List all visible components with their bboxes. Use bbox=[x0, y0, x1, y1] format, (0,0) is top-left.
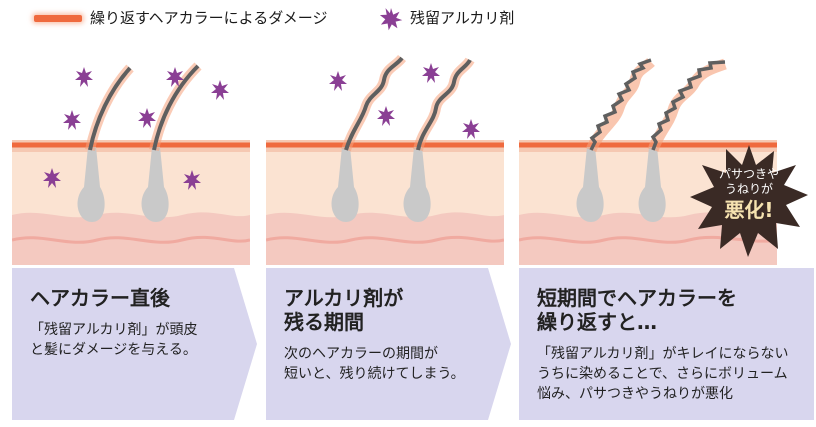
card-title-line: 短期間でヘアカラーを bbox=[537, 286, 737, 310]
panel-alkali-remains bbox=[266, 50, 504, 265]
alkali-star-cluster bbox=[329, 63, 480, 139]
step-card-2: アルカリ剤が 残る期間 次のヘアカラーの期間が 短いと、残り続けてしまう。 bbox=[266, 268, 511, 420]
worsening-burst-badge: パサつきや うねりが 悪化! bbox=[690, 145, 808, 257]
step-card-3: 短期間でヘアカラーを 繰り返すと… 「残留アルカリ剤」がキレイにならない うちに… bbox=[519, 268, 814, 420]
card-body-line: 「残留アルカリ剤」がキレイにならない bbox=[537, 346, 789, 362]
card-body-line: 悩み、パサつきやうねりが悪化 bbox=[537, 386, 733, 402]
card-title-line: ヘアカラー直後 bbox=[30, 286, 170, 310]
panel-after-coloring bbox=[12, 50, 250, 265]
card-body-line: 次のヘアカラーの期間が bbox=[284, 346, 438, 362]
card-title: 短期間でヘアカラーを 繰り返すと… bbox=[537, 286, 737, 334]
card-body: 次のヘアカラーの期間が 短いと、残り続けてしまう。 bbox=[284, 344, 465, 384]
burst-shape bbox=[690, 145, 808, 257]
card-arrow-bg bbox=[266, 268, 511, 420]
badge-line-2: うねりが bbox=[724, 182, 773, 196]
card-title: ヘアカラー直後 bbox=[30, 286, 170, 310]
card-body: 「残留アルカリ剤」が頭皮 と髪にダメージを与える。 bbox=[30, 320, 197, 360]
card-body-line: と髪にダメージを与える。 bbox=[30, 342, 197, 358]
card-title-line: 繰り返すと… bbox=[537, 310, 657, 334]
hair-diagram-1 bbox=[12, 62, 250, 265]
card-title-line: アルカリ剤が bbox=[284, 286, 404, 310]
card-bg bbox=[519, 268, 814, 420]
step-card-1: ヘアカラー直後 「残留アルカリ剤」が頭皮 と髪にダメージを与える。 bbox=[12, 268, 257, 420]
card-body-line: 「残留アルカリ剤」が頭皮 bbox=[30, 322, 198, 338]
alkali-star-icon bbox=[379, 8, 403, 31]
card-body-line: うちに染めることで、さらにボリューム bbox=[537, 366, 788, 382]
card-arrow-bg bbox=[12, 268, 257, 420]
legend-damage-label: 繰り返すヘアカラーによるダメージ bbox=[90, 9, 328, 27]
badge-line-3: 悪化! bbox=[724, 198, 774, 222]
legend: 繰り返すヘアカラーによるダメージ 残留アルカリ剤 bbox=[0, 0, 816, 44]
card-title: アルカリ剤が 残る期間 bbox=[284, 286, 403, 334]
badge-line-1: パサつきや bbox=[718, 167, 779, 181]
alkali-star-cluster bbox=[43, 67, 229, 190]
card-body-line: 短いと、残り続けてしまう。 bbox=[284, 366, 465, 382]
card-title-line: 残る期間 bbox=[284, 310, 364, 334]
card-body: 「残留アルカリ剤」がキレイにならない うちに染めることで、さらにボリューム 悩み… bbox=[537, 344, 788, 404]
legend-alkali-label: 残留アルカリ剤 bbox=[410, 9, 515, 27]
hair-diagram-2 bbox=[266, 54, 504, 265]
damage-line-swatch bbox=[34, 15, 82, 22]
